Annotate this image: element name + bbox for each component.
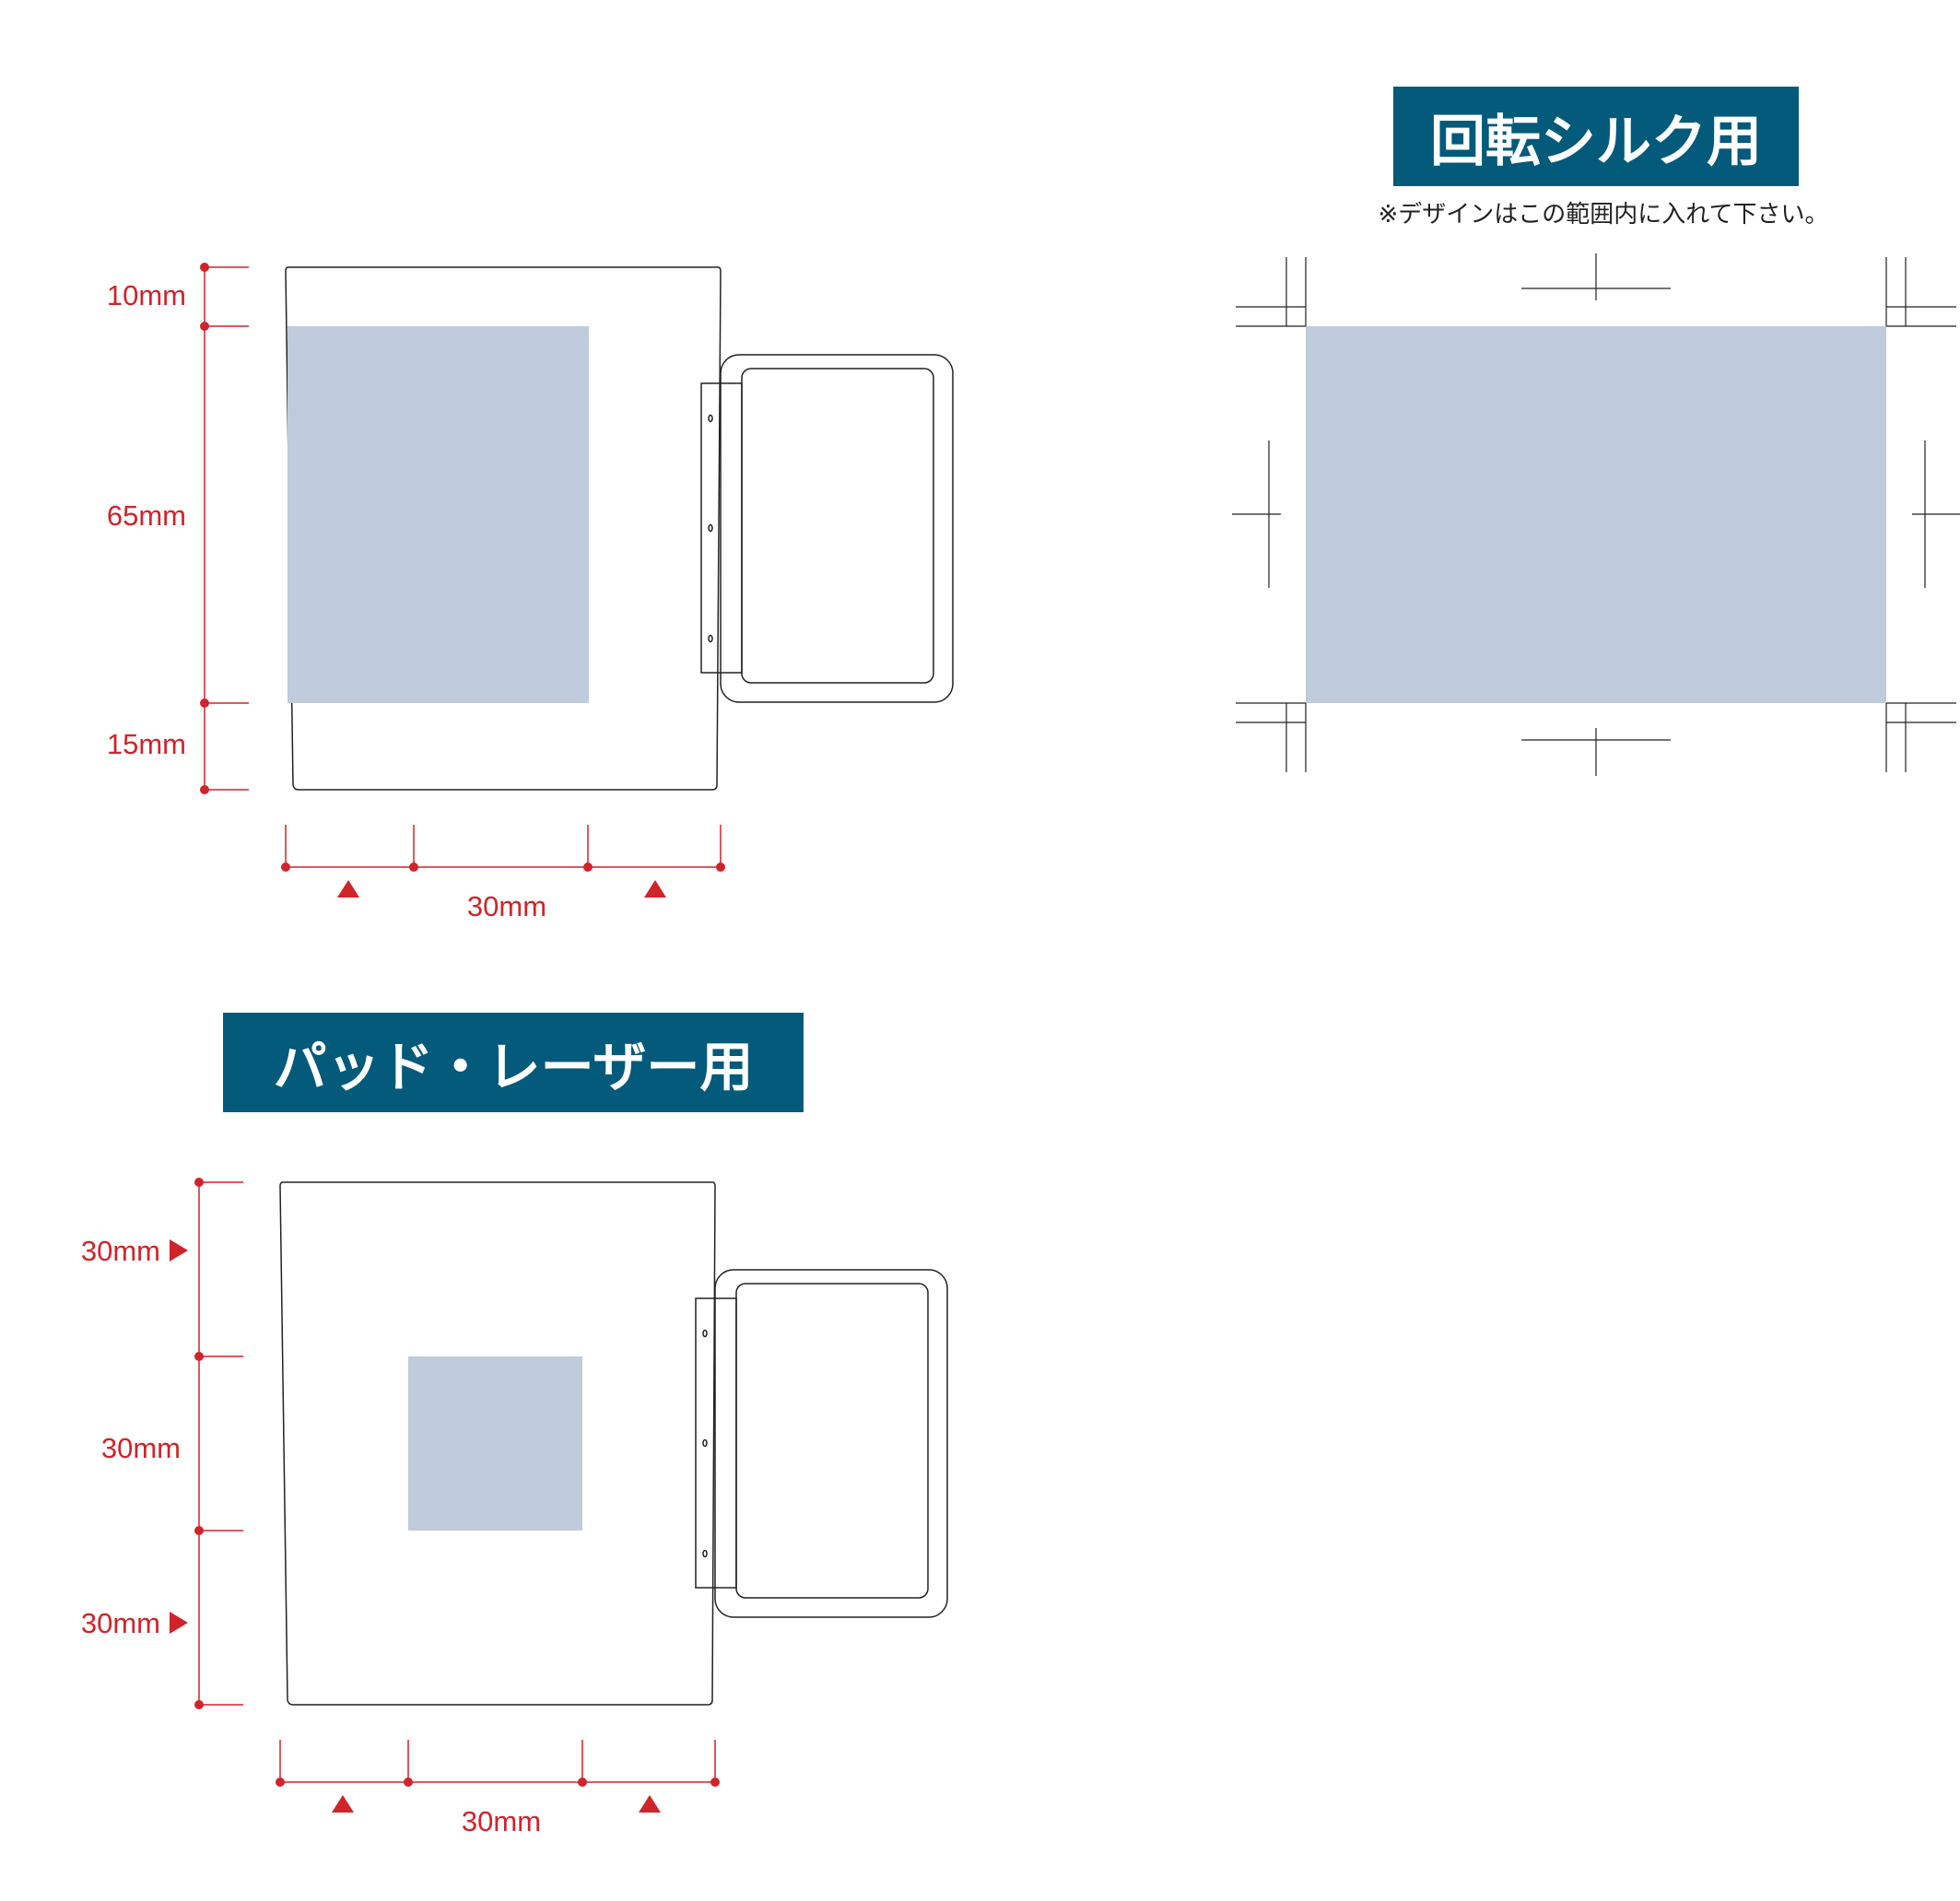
crop-marks — [1232, 253, 1960, 776]
triangle-up-icon — [332, 1795, 354, 1813]
top-hinge-hole — [708, 634, 713, 643]
bottom-mug — [279, 1181, 948, 1706]
top-hinge-hole — [708, 414, 713, 423]
pad-laser-title: パッド・レーザー用 — [223, 1013, 804, 1112]
top-mug-handle-inner — [741, 368, 934, 684]
top-horizontal-dots — [281, 862, 725, 872]
bottom-hinge-hole — [702, 1329, 708, 1338]
bottom-horizontal-dimension — [279, 1740, 716, 1783]
top-horizontal-dimension — [285, 825, 722, 868]
bottom-dim-horizontal-label: 30mm — [462, 1805, 541, 1837]
top-mug — [285, 266, 954, 791]
bottom-mug-handle-outer — [714, 1269, 948, 1618]
top-dim-horizontal-label: 30mm — [467, 890, 546, 922]
bottom-hinge-hole — [702, 1549, 708, 1558]
bottom-dim-label: 30mm — [81, 1235, 160, 1267]
bottom-horizontal-dots — [276, 1778, 720, 1787]
triangle-right-icon — [170, 1239, 188, 1261]
bottom-mug-body — [279, 1181, 716, 1706]
top-mug-body — [285, 266, 722, 791]
bottom-dim-label: 30mm — [81, 1607, 160, 1639]
top-dim-label: 65mm — [107, 499, 186, 532]
rotary-print-area — [1306, 326, 1886, 703]
bottom-mug-hinge — [695, 1297, 737, 1589]
top-dim-label: 10mm — [107, 279, 186, 311]
triangle-up-icon — [639, 1795, 661, 1813]
top-vertical-dots — [200, 263, 209, 794]
top-vertical-dimension — [204, 266, 249, 791]
top-print-area — [288, 326, 589, 703]
design-area-note: ※デザインはこの範囲内に入れて下さい。 — [1378, 201, 1829, 229]
triangle-up-icon — [337, 880, 359, 898]
pad-print-area — [408, 1356, 582, 1531]
bottom-vertical-dots — [194, 1178, 204, 1709]
bottom-mug-handle-inner — [735, 1283, 929, 1599]
bottom-hinge-hole — [702, 1438, 708, 1448]
top-mug-hinge — [700, 382, 743, 674]
rotary-silk-title: 回転シルク用 — [1393, 87, 1799, 186]
triangle-right-icon — [170, 1612, 188, 1634]
bottom-dim-label: 30mm — [101, 1432, 181, 1464]
top-dim-label: 15mm — [107, 728, 186, 760]
top-hinge-hole — [708, 523, 713, 533]
triangle-up-icon — [644, 880, 666, 898]
top-mug-handle-outer — [720, 354, 954, 703]
bottom-vertical-dimension — [198, 1181, 243, 1706]
